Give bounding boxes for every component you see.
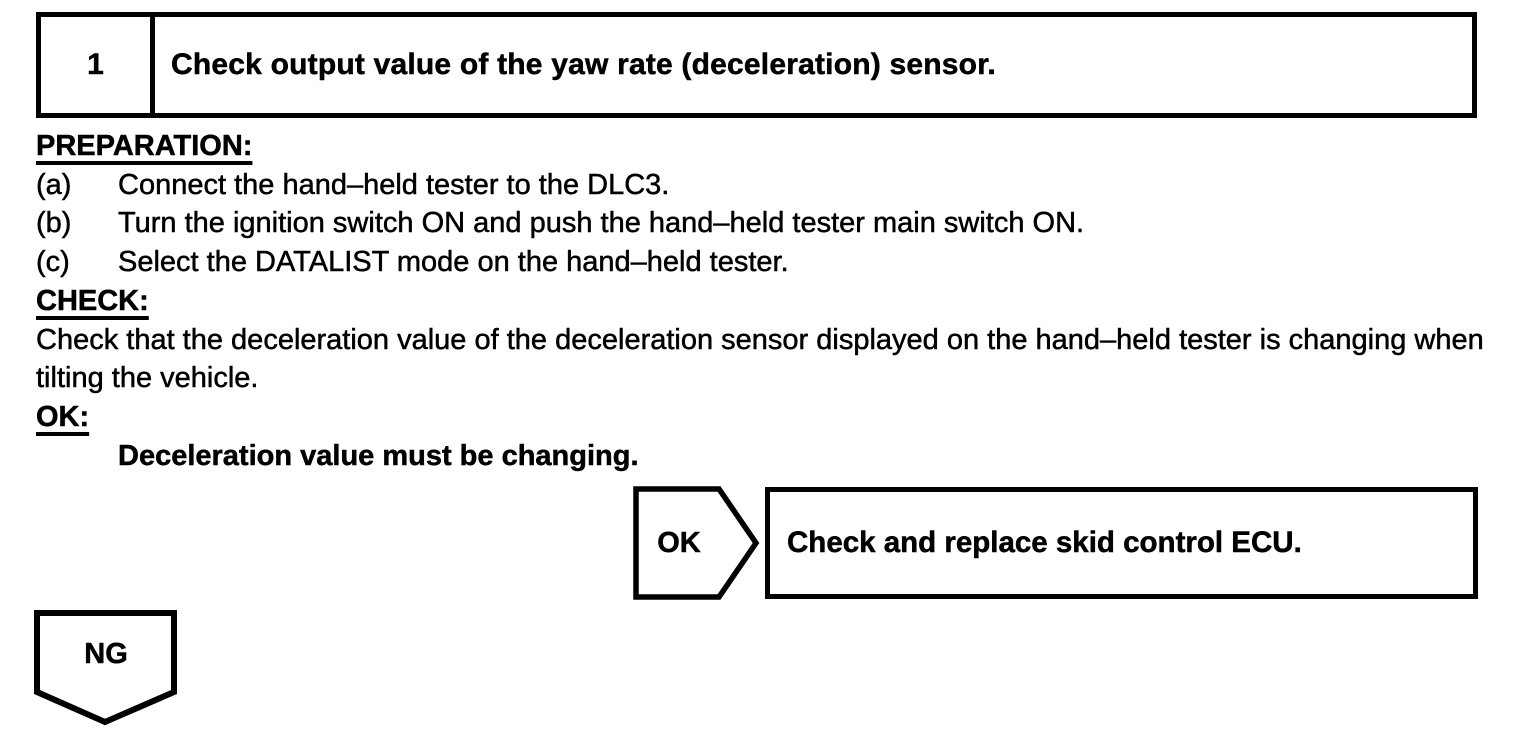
item-text: Connect the hand–held tester to the DLC3…	[118, 168, 670, 201]
item-label: (a)	[36, 168, 72, 201]
item-label: (b)	[36, 207, 72, 240]
preparation-item-b: (b) Turn the ignition switch ON and push…	[36, 204, 1484, 243]
preparation-item-c: (c) Select the DATALIST mode on the hand…	[36, 243, 1484, 282]
step-title: Check output value of the yaw rate (dece…	[171, 48, 996, 82]
ok-heading-label: OK:	[36, 400, 90, 434]
preparation-item-a: (a) Connect the hand–held tester to the …	[36, 166, 1484, 205]
ok-action-box: Check and replace skid control ECU.	[765, 487, 1478, 599]
ng-connector-label: NG	[84, 637, 128, 670]
item-text: Select the DATALIST mode on the hand–hel…	[118, 246, 789, 279]
preparation-heading-label: PREPARATION:	[36, 130, 253, 163]
instruction-body: PREPARATION: (a) Connect the hand–held t…	[36, 127, 1484, 475]
ok-heading: OK:	[36, 398, 1484, 437]
item-label: (c)	[36, 246, 70, 279]
preparation-heading: PREPARATION:	[36, 127, 1484, 166]
ok-connector-label: OK	[657, 526, 701, 559]
ng-arrow-icon	[34, 610, 177, 726]
check-text: Check that the deceleration value of the…	[36, 323, 1484, 395]
step-header-box: 1 Check output value of the yaw rate (de…	[36, 12, 1477, 118]
step-title-cell: Check output value of the yaw rate (dece…	[155, 17, 1472, 113]
check-heading: CHECK:	[36, 282, 1484, 321]
check-heading-label: CHECK:	[36, 284, 149, 318]
ok-action-text: Check and replace skid control ECU.	[787, 526, 1302, 560]
step-number: 1	[87, 48, 104, 82]
ok-requirement-text: Deceleration value must be changing.	[118, 439, 639, 472]
ok-arrow-icon	[633, 486, 760, 600]
step-number-cell: 1	[41, 17, 155, 113]
item-text: Turn the ignition switch ON and push the…	[118, 207, 1085, 240]
